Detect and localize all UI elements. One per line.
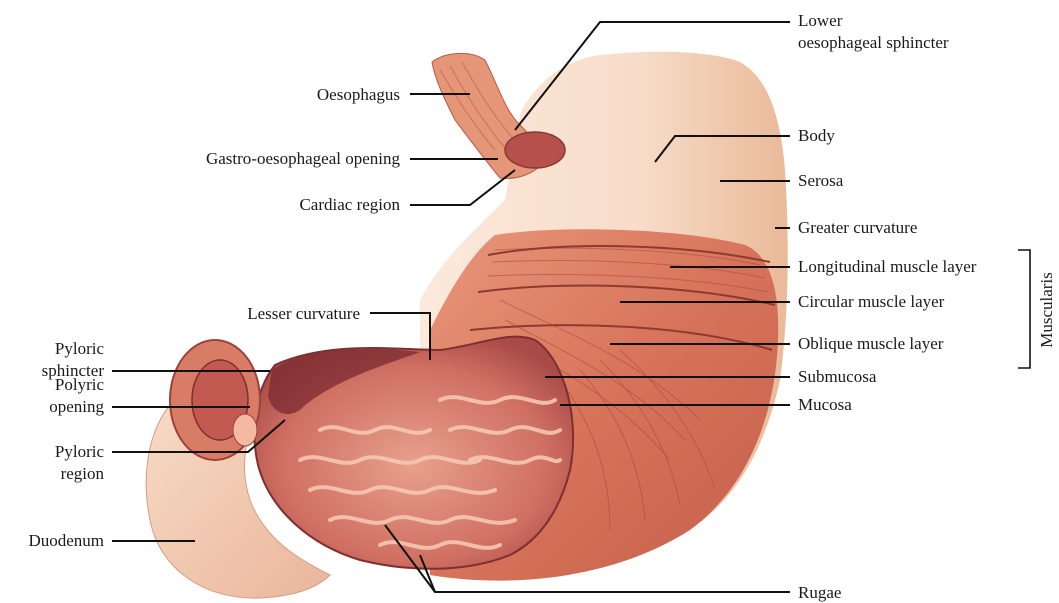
stomach-illustration: [146, 52, 787, 598]
label-muscularis: Muscularis: [1037, 272, 1056, 348]
label-pyloric-region-line1: Pyloric: [55, 442, 105, 461]
label-oblique: Oblique muscle layer: [798, 334, 944, 353]
label-gastro-opening: Gastro-oesophageal opening: [206, 149, 401, 168]
label-cardiac-region: Cardiac region: [299, 195, 400, 214]
label-pyloric-region-line2: region: [61, 464, 105, 483]
muscularis-bracket: [1018, 250, 1030, 368]
label-mucosa: Mucosa: [798, 395, 852, 414]
label-longitudinal: Longitudinal muscle layer: [798, 257, 977, 276]
label-circular: Circular muscle layer: [798, 292, 945, 311]
label-serosa: Serosa: [798, 171, 844, 190]
pyloric-canal-shape: [233, 414, 257, 446]
label-polyric-opening-line1: Polyric: [55, 375, 105, 394]
label-pyloric-sphincter-line1: Pyloric: [55, 339, 105, 358]
label-lower-sphincter-line2: oesophageal sphincter: [798, 33, 949, 52]
label-submucosa: Submucosa: [798, 367, 877, 386]
label-lesser-curvature: Lesser curvature: [247, 304, 360, 323]
label-duodenum: Duodenum: [28, 531, 104, 550]
label-polyric-opening-line2: opening: [49, 397, 104, 416]
label-rugae: Rugae: [798, 583, 841, 602]
label-oesophagus: Oesophagus: [317, 85, 400, 104]
label-lower-sphincter-line1: Lower: [798, 11, 843, 30]
label-body: Body: [798, 126, 835, 145]
label-greater-curvature: Greater curvature: [798, 218, 917, 237]
cardiac-opening-shape: [505, 132, 565, 168]
